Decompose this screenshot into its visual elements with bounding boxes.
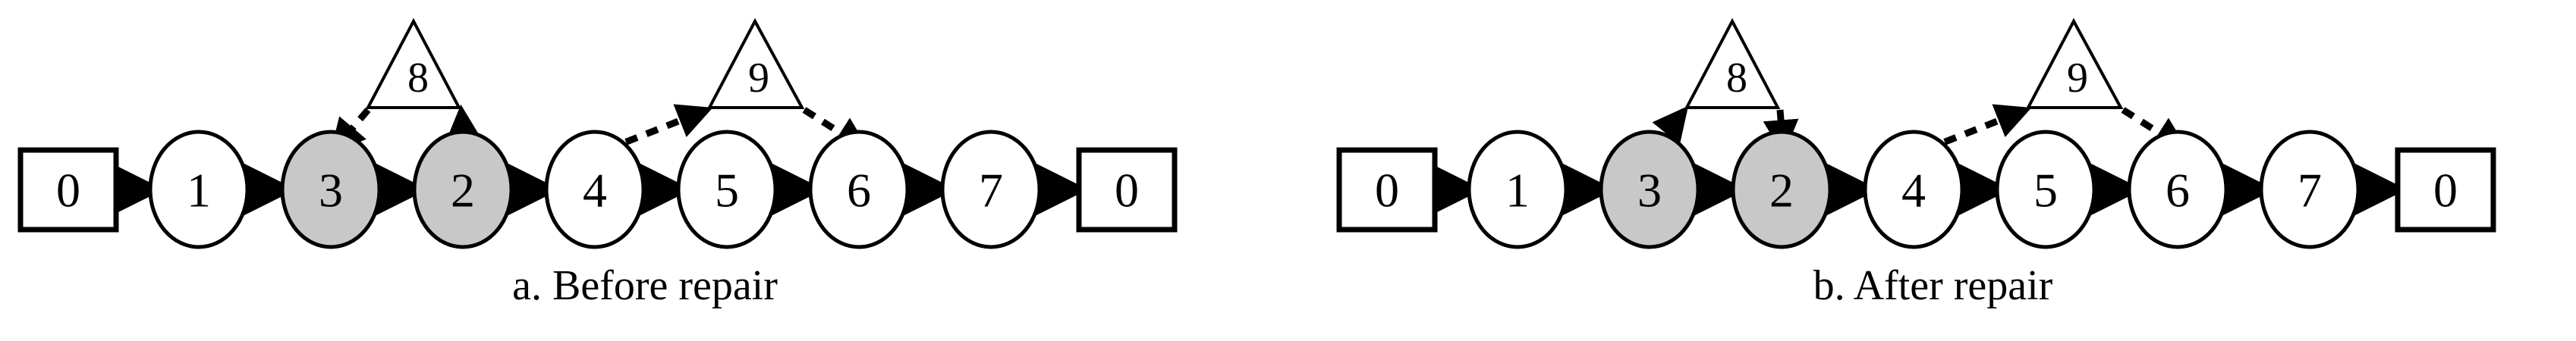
node-4[interactable]: 4 bbox=[544, 130, 646, 249]
triangle-8-group-a: 8 bbox=[329, 17, 482, 155]
node-depot-start-label: 0 bbox=[1375, 164, 1399, 217]
panel-b-caption: b. After repair bbox=[1813, 262, 2053, 309]
node-depot-end-shape bbox=[1076, 147, 1178, 233]
triangle-9-group-a: 9 bbox=[604, 17, 870, 154]
node-group-b: 0 1 3 2 4 bbox=[1336, 130, 2496, 249]
node-2-label: 2 bbox=[451, 164, 475, 217]
node-5-label: 5 bbox=[715, 164, 739, 217]
triangle-9 bbox=[2025, 17, 2124, 109]
node-4-shape bbox=[544, 130, 646, 249]
node-7[interactable]: 7 bbox=[940, 130, 1042, 249]
node-1[interactable]: 1 bbox=[148, 130, 250, 249]
node-3-label: 3 bbox=[1637, 164, 1662, 217]
node-6[interactable]: 6 bbox=[808, 130, 910, 249]
panel-a-caption: a. Before repair bbox=[512, 262, 778, 309]
node-5[interactable]: 5 bbox=[1995, 130, 2096, 249]
node-depot-start[interactable]: 0 bbox=[1336, 147, 1438, 233]
node-3-label: 3 bbox=[319, 164, 343, 217]
node-3-shape bbox=[280, 130, 382, 249]
node-depot-start-shape bbox=[1336, 147, 1438, 233]
node-2-shape bbox=[1731, 130, 1832, 249]
node-depot-end[interactable]: 0 bbox=[2395, 147, 2496, 233]
node-7-label: 7 bbox=[2298, 164, 2322, 217]
dashed-arrow-4-to-9 bbox=[1923, 104, 2032, 154]
node-4-shape bbox=[1863, 130, 1964, 249]
node-2[interactable]: 2 bbox=[1731, 130, 1832, 249]
dashed-arrow-4-to-9 bbox=[604, 104, 713, 154]
node-5-shape bbox=[1995, 130, 2096, 249]
node-6-label: 6 bbox=[847, 164, 871, 217]
node-2-shape bbox=[412, 130, 514, 249]
node-1-label: 1 bbox=[187, 164, 211, 217]
node-depot-end-label: 0 bbox=[2433, 164, 2458, 217]
node-1-shape bbox=[148, 130, 250, 249]
node-4-label: 4 bbox=[1901, 164, 1926, 217]
triangle-9-label: 9 bbox=[2067, 55, 2088, 102]
triangle-8 bbox=[1684, 17, 1781, 109]
node-1[interactable]: 1 bbox=[1467, 130, 1568, 249]
node-depot-start[interactable]: 0 bbox=[17, 147, 119, 233]
panel-before-repair: 8 9 0 bbox=[17, 17, 1178, 309]
node-group-a: 0 1 3 2 4 bbox=[17, 130, 1178, 249]
triangle-8-group-b: 8 bbox=[1650, 17, 1799, 156]
triangle-9-group-b: 9 bbox=[1923, 17, 2189, 154]
node-3-shape bbox=[1599, 130, 1700, 249]
dashed-arrow-9-to-6 bbox=[2121, 107, 2189, 152]
panel-after-repair: 8 9 0 1 bbox=[1290, 0, 2576, 341]
node-1-label: 1 bbox=[1505, 164, 1530, 217]
dashed-arrow-8-to-3 bbox=[329, 108, 371, 155]
dashed-arrow-9-to-6 bbox=[802, 107, 870, 152]
node-6-label: 6 bbox=[2166, 164, 2190, 217]
node-3[interactable]: 3 bbox=[1599, 130, 1700, 249]
node-4[interactable]: 4 bbox=[1863, 130, 1964, 249]
triangle-8-label: 8 bbox=[407, 55, 429, 102]
node-6-shape bbox=[808, 130, 910, 249]
node-depot-start-shape bbox=[17, 147, 119, 233]
triangle-9-label: 9 bbox=[748, 55, 769, 102]
triangle-8 bbox=[365, 17, 462, 109]
node-depot-end[interactable]: 0 bbox=[1076, 147, 1178, 233]
node-7-shape bbox=[940, 130, 1042, 249]
node-5[interactable]: 5 bbox=[676, 130, 778, 249]
triangle-8-label: 8 bbox=[1726, 55, 1747, 102]
node-6-shape bbox=[2127, 130, 2228, 249]
node-7-label: 7 bbox=[979, 164, 1003, 217]
node-7-shape bbox=[2259, 130, 2361, 249]
node-7[interactable]: 7 bbox=[2259, 130, 2361, 249]
node-6[interactable]: 6 bbox=[2127, 130, 2228, 249]
node-5-shape bbox=[676, 130, 778, 249]
node-depot-end-label: 0 bbox=[1115, 164, 1139, 217]
node-depot-end-shape bbox=[2395, 147, 2496, 233]
node-2[interactable]: 2 bbox=[412, 130, 514, 249]
triangle-9 bbox=[706, 17, 805, 109]
node-2-label: 2 bbox=[1769, 164, 1794, 217]
node-5-label: 5 bbox=[2033, 164, 2058, 217]
node-3[interactable]: 3 bbox=[280, 130, 382, 249]
node-1-shape bbox=[1467, 130, 1568, 249]
node-depot-start-label: 0 bbox=[56, 164, 80, 217]
node-4-label: 4 bbox=[583, 164, 607, 217]
